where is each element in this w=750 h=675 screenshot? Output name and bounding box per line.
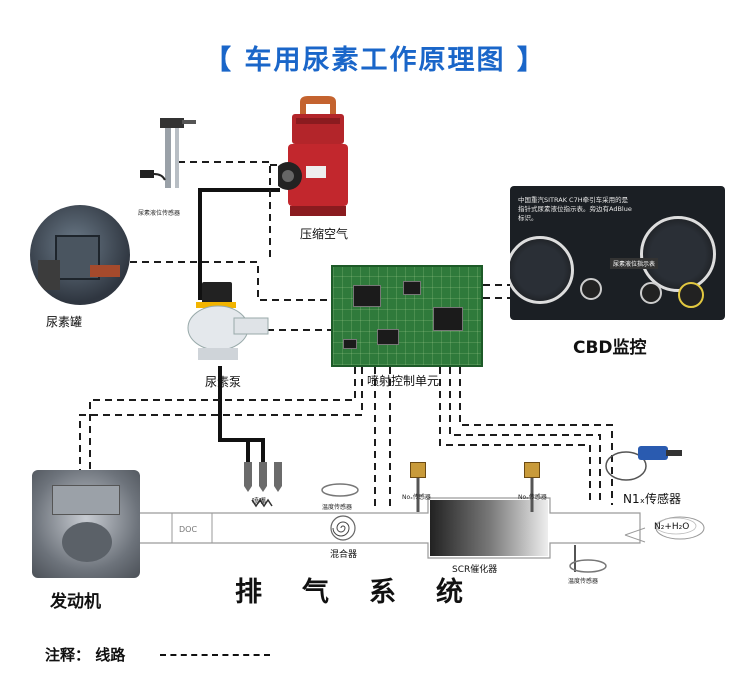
engine-image	[32, 470, 140, 578]
n2-sensor-image	[605, 446, 682, 481]
exhaust-char-1: 排	[235, 577, 264, 608]
exhaust-char-4: 统	[436, 577, 465, 608]
urea-pump-image	[187, 282, 269, 360]
dashboard-image: 中国重汽SITRAK C7H牵引车采用的是指针式尿素液位指示表。旁边有AdBlu…	[510, 186, 725, 320]
control-unit-label: 喷射控制单元	[367, 374, 440, 388]
nox-sensor-2-label: Noₓ传感器	[518, 494, 547, 501]
legend: 注释： 线路	[45, 644, 125, 665]
n2-sensor-label: N1ₓ传感器	[623, 492, 681, 506]
legend-dashed-line	[160, 654, 270, 656]
dashboard-tag: 尿素液位指示表	[610, 258, 659, 269]
diagram-title: 【 车用尿素工作原理图 】	[204, 45, 546, 76]
exhaust-char-3: 系	[369, 577, 398, 608]
level-sensor-label: 尿素液位传感器	[138, 210, 181, 217]
dashboard-note: 中国重汽SITRAK C7H牵引车采用的是指针式尿素液位指示表。旁边有AdBlu…	[518, 196, 632, 222]
mixer-label: 混合器	[330, 550, 358, 560]
legend-prefix: 注释：	[45, 646, 91, 664]
exhaust-pipe	[129, 497, 641, 559]
nox-sensor-1-label: Noₓ传感器	[402, 494, 431, 501]
exhaust-system-title: 排气系统	[235, 570, 503, 609]
nozzle-label: 喷嘴	[252, 497, 266, 505]
exhaust-char-2: 气	[302, 577, 331, 608]
temp-sensor-2-label: 温度传感器	[568, 578, 599, 585]
control-unit-board	[331, 265, 483, 367]
output-gas-label: N₂+H₂O	[654, 522, 690, 532]
compressor-label: 压缩空气	[300, 227, 349, 241]
nox-sensor-1-icon	[410, 462, 426, 478]
compressor-image	[278, 96, 348, 216]
engine-label: 发动机	[50, 592, 101, 612]
scr-block	[430, 500, 548, 556]
level-sensor-image	[140, 118, 196, 188]
doc-label: DOC	[179, 525, 198, 534]
mixer-swirl	[330, 515, 356, 541]
urea-tank-label: 尿素罐	[46, 315, 83, 329]
nox-sensor-2-icon	[524, 462, 540, 478]
monitor-label: CBD监控	[573, 338, 647, 358]
temp-sensor-1-label: 温度传感器	[322, 504, 353, 511]
urea-tank-image	[30, 205, 130, 305]
legend-item: 线路	[95, 646, 126, 664]
scr-label: SCR催化器	[452, 565, 498, 575]
pump-label: 尿素泵	[205, 375, 242, 389]
